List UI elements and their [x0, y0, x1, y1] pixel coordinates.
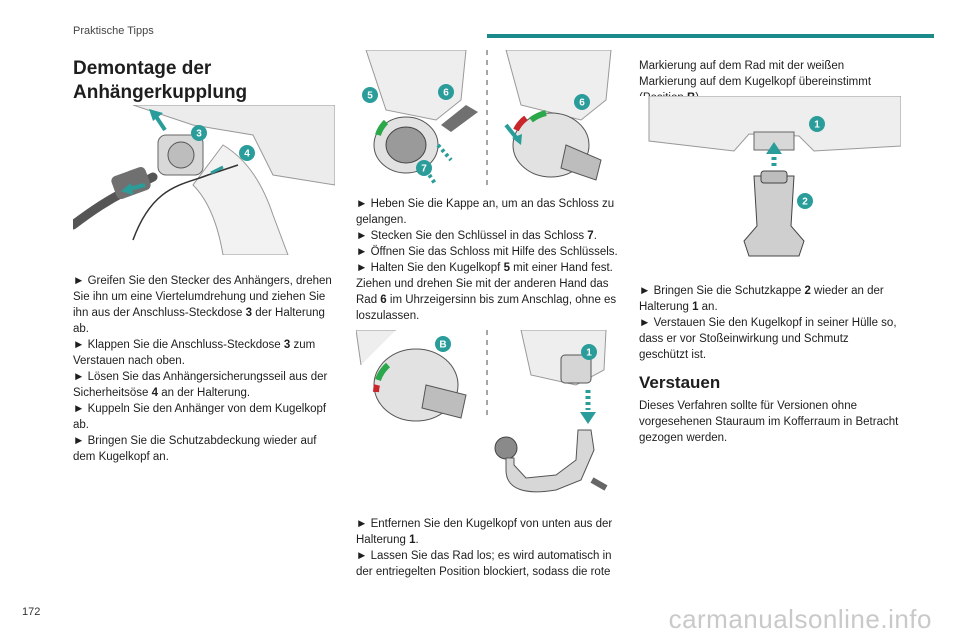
- callout-badge: 6: [574, 94, 590, 110]
- step-text: ► Entfernen Sie den Kugelkopf von unten …: [356, 518, 613, 546]
- step-text: ► Stecken Sie den Schlüssel in das Schlo…: [356, 230, 597, 242]
- running-header: Praktische Tipps: [73, 25, 154, 37]
- callout-badge: 2: [797, 193, 813, 209]
- step-text: ► Lassen Sie das Rad los; es wird automa…: [356, 550, 612, 578]
- page-number: 172: [22, 606, 41, 618]
- step-text: ► Halten Sie den Kugelkopf 5 mit einer H…: [356, 262, 613, 274]
- section2-steps-a: ► Heben Sie die Kappe an, um an das Schl…: [356, 196, 618, 324]
- callout-badge: B: [435, 336, 451, 352]
- section2-steps-b: ► Entfernen Sie den Kugelkopf von unten …: [356, 516, 618, 580]
- step-text: ► Kuppeln Sie den Anhänger von dem Kugel…: [73, 403, 327, 431]
- callout-badge: 5: [362, 87, 378, 103]
- section1-steps: ► Greifen Sie den Stecker des Anhängers,…: [73, 273, 335, 465]
- svg-text:B: B: [439, 340, 446, 351]
- callout-badge: 4: [239, 145, 255, 161]
- svg-text:7: 7: [421, 164, 427, 175]
- section3-steps: ► Bringen Sie die Schutzkappe 2 wieder a…: [639, 283, 901, 363]
- section-verstauen: Verstauen Dieses Verfahren sollte für Ve…: [639, 372, 901, 446]
- figure-protective-cap: 1 2: [639, 96, 901, 268]
- svg-text:1: 1: [814, 120, 820, 131]
- callout-badge: 3: [191, 125, 207, 141]
- step-text: ► Bringen Sie die Schutzabdeckung wieder…: [73, 435, 317, 463]
- callout-badge: 1: [809, 116, 825, 132]
- step-text: ► Öffnen Sie das Schloss mit Hilfe des S…: [356, 246, 618, 258]
- step-text: ► Lösen Sie das Anhängersicherungsseil a…: [73, 371, 328, 399]
- figure-ballhead-removal: B 1: [356, 330, 618, 510]
- step-text: ► Klappen Sie die Anschluss-Steckdose 3 …: [73, 339, 316, 367]
- svg-text:5: 5: [367, 91, 373, 102]
- svg-text:1: 1: [586, 348, 592, 359]
- body-text: Dieses Verfahren sollte für Versionen oh…: [639, 400, 899, 444]
- callout-badge: 7: [416, 160, 432, 176]
- step-text: ► Heben Sie die Kappe an, um an das Schl…: [356, 198, 615, 226]
- figure-socket-disconnect: 3 4: [73, 105, 335, 255]
- callout-badge: 6: [438, 84, 454, 100]
- svg-text:3: 3: [196, 129, 202, 140]
- callout-badge: 1: [581, 344, 597, 360]
- step-text: Ziehen und drehen Sie mit der anderen Ha…: [356, 278, 617, 322]
- step-text: ► Bringen Sie die Schutzkappe 2 wieder a…: [639, 285, 884, 313]
- svg-text:2: 2: [802, 197, 808, 208]
- section-demontage-heading: Demontage der Anhängerkupplung: [73, 57, 335, 105]
- watermark: carmanualsonline.info: [668, 604, 932, 634]
- subsection-title: Verstauen: [639, 373, 721, 392]
- step-text: ► Verstauen Sie den Kugelkopf in seiner …: [639, 317, 897, 361]
- svg-text:4: 4: [244, 149, 250, 160]
- figure-lock-and-wheel: 5 6 7 6: [356, 50, 618, 190]
- svg-text:6: 6: [443, 88, 449, 99]
- header-accent-rule: [487, 34, 934, 38]
- svg-text:6: 6: [579, 98, 585, 109]
- section-title: Demontage der Anhängerkupplung: [73, 58, 248, 103]
- step-text: ► Greifen Sie den Stecker des Anhängers,…: [73, 275, 332, 335]
